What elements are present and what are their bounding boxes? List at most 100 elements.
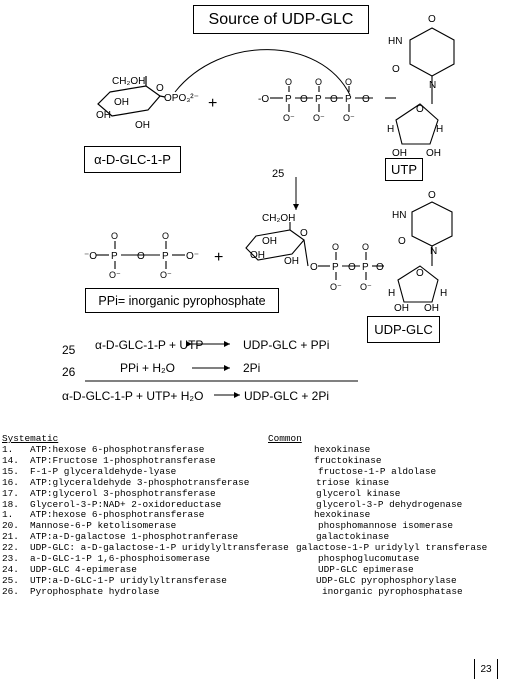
glc1p-structure <box>97 76 166 117</box>
udpglc-ch2oh: CH₂OH <box>262 213 295 224</box>
udpglc-oh4: OH <box>394 303 409 314</box>
enzyme-systematic-name: ATP:glyceraldehyde 3-phosphotransferase <box>30 476 250 488</box>
enzyme-number: 15. <box>2 465 19 477</box>
ppi-label-box: PPi= inorganic pyrophosphate <box>85 288 279 313</box>
udpglc-p1-o-top: O <box>332 242 339 252</box>
eq2-left: PPi + H₂O <box>120 361 176 375</box>
reaction-enzyme-number: 25 <box>272 168 284 180</box>
enzyme-number: 16. <box>2 476 19 488</box>
utp-p1-ominus: O⁻ <box>283 113 295 123</box>
enzyme-number: 14. <box>2 454 19 466</box>
udpglc-base-o-top: O <box>428 190 436 201</box>
enzyme-systematic-name: ATP:a-D-galactose 1-phosphotranferase <box>30 531 239 543</box>
utp-structure <box>270 27 455 145</box>
utp-p3-o: O <box>345 77 352 87</box>
glc-oh-b: OH <box>96 110 111 121</box>
udpglc-p2-o-bot: O⁻ <box>360 282 372 292</box>
ppi-p2: P <box>162 251 169 262</box>
reaction-diagram: CH₂OH O OH OH OH OPO₃²⁻ + -O P O P O P O… <box>84 14 455 398</box>
eq1-number: 25 <box>62 343 76 357</box>
udpglc-oh3: OH <box>284 256 299 267</box>
glc-ring-o: O <box>156 83 164 94</box>
enzyme-common-name: glycerol kinase <box>316 487 401 499</box>
udpglc-p1: P <box>332 262 339 273</box>
utp-o1: O <box>300 94 308 105</box>
ppi-o-left: ⁻O <box>84 251 97 262</box>
page-number: 23 <box>474 659 498 679</box>
ppi-o-mid: O <box>137 251 145 262</box>
enzyme-systematic-name: F-1-P glyceraldehyde-lyase <box>30 465 177 477</box>
utp-p2-o: O <box>315 77 322 87</box>
eq2-number: 26 <box>62 365 76 379</box>
enzyme-systematic-name: ATP:hexose 6-phosphotransferase <box>30 444 205 455</box>
enzyme-number: 17. <box>2 487 19 499</box>
utp-oh1: OH <box>392 148 407 159</box>
udpglc-base-n: N <box>430 246 437 257</box>
enzyme-table: Systematic Common 1.ATP:hexose 6-phospho… <box>2 433 514 596</box>
enzyme-common-name: hexokinase <box>314 444 371 455</box>
utp-p2-ominus: O⁻ <box>313 113 325 123</box>
enzyme-number: 1. <box>2 509 14 521</box>
udpglc-structure <box>245 201 453 303</box>
utp-o-minus: -O <box>258 94 269 105</box>
enzyme-common-name: galactose-1-P uridylyl transferase <box>296 542 488 554</box>
glc-oh-a: OH <box>114 97 129 108</box>
utp-o2: O <box>330 94 338 105</box>
table-row: 25. UTP:a-D-GLC-1-P uridylyltransferase UD… <box>2 574 514 587</box>
enzyme-number: 22. <box>2 542 19 554</box>
enzyme-systematic-name: a-D-GLC-1-P 1,6-phosphoisomerase <box>30 553 211 564</box>
enzyme-systematic-name: ATP:hexose 6-phosphotransferase <box>30 509 205 521</box>
ppi-o-right: O⁻ <box>186 251 199 262</box>
eq1-left: α-D-GLC-1-P + UTP <box>95 338 204 352</box>
enzyme-common-name: UDP-GLC pyrophosphorylase <box>316 574 457 586</box>
udpglc-oh5: OH <box>424 303 439 314</box>
table-row: 17. ATP:glycerol 3-phosphotransferase glyc… <box>2 487 514 500</box>
enzyme-number: 20. <box>2 520 19 532</box>
net-right: UDP-GLC + 2Pi <box>244 389 330 403</box>
enzyme-systematic-name: UDP-GLC 4-epimerase <box>30 563 137 575</box>
udpglc-oh1: OH <box>262 236 277 247</box>
transfer-arc <box>174 49 351 96</box>
glc1p-label-box: α-D-GLC-1-P <box>84 146 181 173</box>
utp-label: UTP <box>391 162 417 177</box>
enzyme-common-name: inorganic pyrophosphatase <box>322 585 463 597</box>
ppi-label: PPi= inorganic pyrophosphate <box>98 293 266 308</box>
utp-base-o-top: O <box>428 14 436 25</box>
enzyme-systematic-name: ATP:glycerol 3-phosphotransferase <box>30 487 216 499</box>
ppi-p1: P <box>111 251 118 262</box>
enzyme-number: 25. <box>2 574 19 586</box>
ppi-structure <box>96 241 185 269</box>
table-row: 22. UDP-GLC: a-D-galactose-1-P uridylyltr… <box>2 542 514 554</box>
udpglc-h2: H <box>440 288 447 299</box>
utp-h1: H <box>387 124 394 135</box>
page-number-text: 23 <box>480 663 492 675</box>
udpglc-base-o-left: O <box>398 236 406 247</box>
header-common: Common <box>268 433 302 444</box>
udpglc-o1: O <box>310 262 318 273</box>
enzyme-systematic-name: UTP:a-D-GLC-1-P uridylyltransferase <box>30 574 227 586</box>
enzyme-common-name: triose kinase <box>316 476 390 488</box>
enzyme-number: 23. <box>2 553 19 564</box>
enzyme-number: 18. <box>2 498 19 510</box>
plus-sign-1: + <box>208 95 217 112</box>
table-row: 16. ATP:glyceraldehyde 3-phosphotransfera… <box>2 476 514 489</box>
udpglc-ribose-o: O <box>416 268 424 279</box>
utp-p2: P <box>315 94 322 105</box>
page-title: Source of UDP-GLC <box>208 10 354 28</box>
enzyme-common-name: galactokinase <box>316 531 390 543</box>
utp-oh2: OH <box>426 148 441 159</box>
eq2-right: 2Pi <box>243 361 261 375</box>
udpglc-base-hn: HN <box>392 210 406 221</box>
enzyme-systematic-name: UDP-GLC: a-D-galactose-1-P uridylyltrans… <box>30 542 289 554</box>
enzyme-common-name: UDP-GLC epimerase <box>318 563 414 575</box>
enzyme-common-name: phosphomannose isomerase <box>318 520 454 532</box>
utp-p1: P <box>285 94 292 105</box>
plus-sign-2: + <box>214 249 223 266</box>
